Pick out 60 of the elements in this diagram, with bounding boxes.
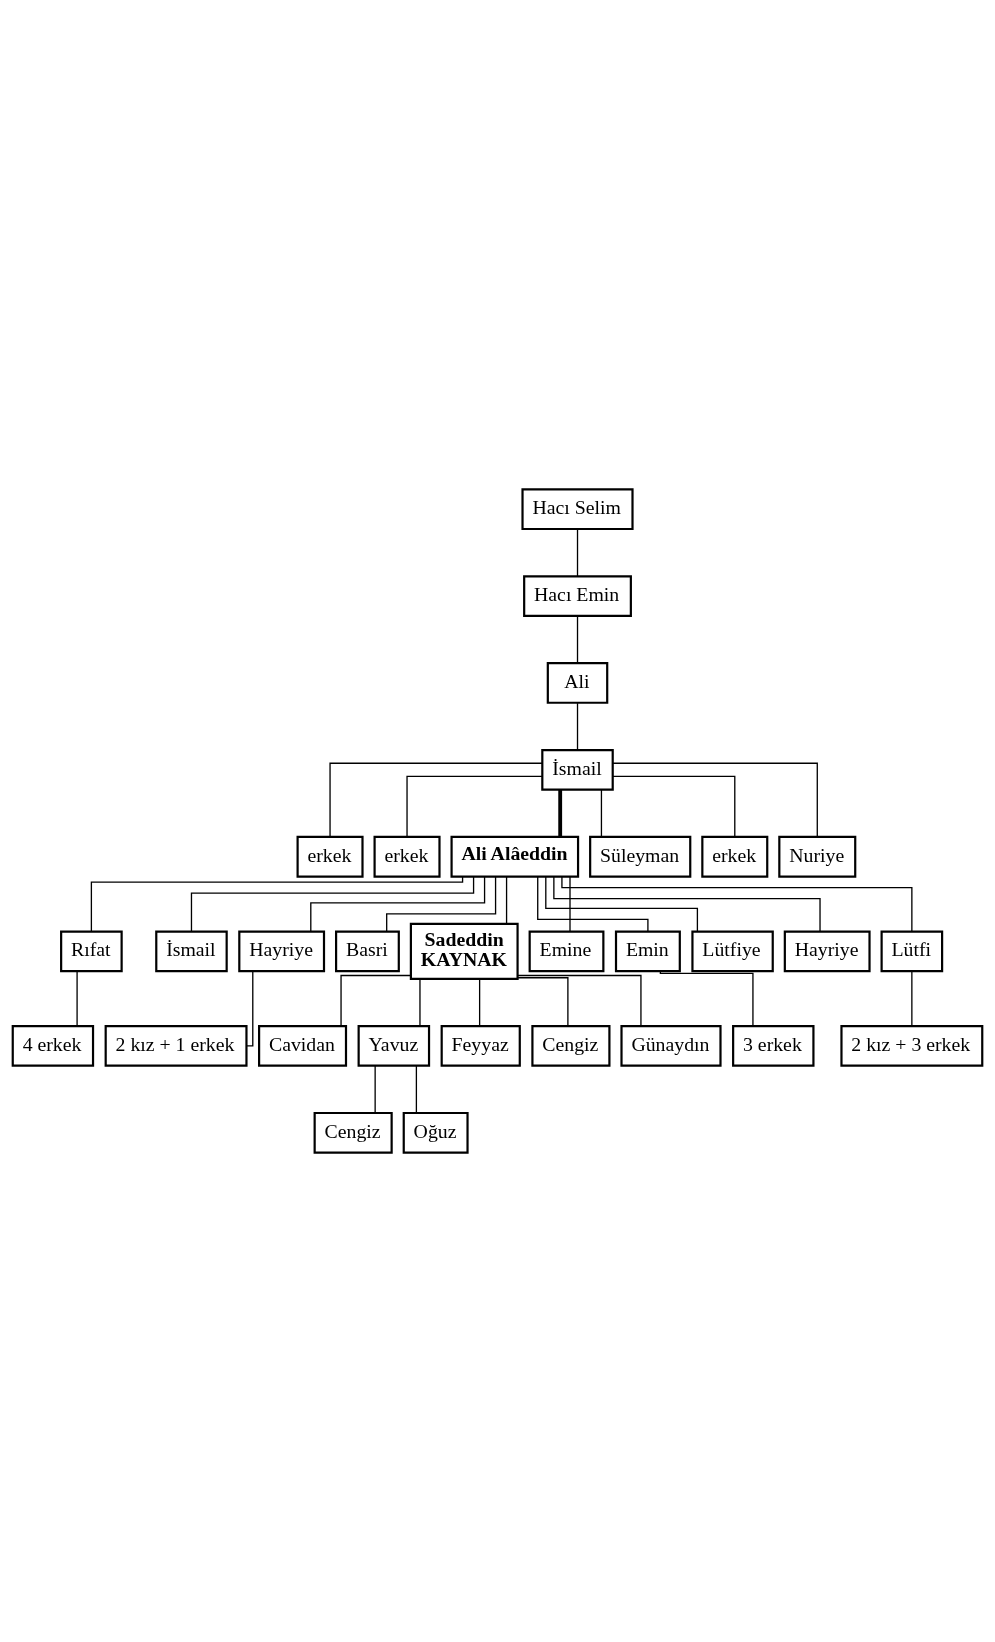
node-box: Lütfiye (691, 930, 774, 973)
node-box: İsmail (155, 930, 228, 973)
node-box: Ali Alâeddin (450, 835, 580, 878)
connector (561, 876, 913, 933)
connector (516, 977, 569, 1027)
connector (576, 615, 579, 664)
node-box: 3 erkek (732, 1025, 815, 1067)
node-box: Cengiz (313, 1111, 393, 1154)
connector (419, 978, 421, 1027)
node-box: Emine (528, 930, 605, 973)
connector (600, 789, 603, 838)
node-box: Oğuz (402, 1111, 469, 1154)
node-box: Yavuz (357, 1025, 431, 1067)
node-box: Hacı Selim (521, 488, 634, 531)
connector (90, 876, 464, 932)
node-box: Günaydın (620, 1025, 722, 1067)
node-box: 2 kız + 1 erkek (104, 1025, 248, 1067)
connector (310, 875, 486, 933)
node-box: Süleyman (589, 835, 692, 878)
connector (545, 875, 699, 933)
connector (576, 702, 579, 751)
node-box: Sadeddin KAYNAK (409, 922, 519, 980)
connector (659, 970, 754, 1027)
node-box: Hayriye (238, 930, 326, 973)
node-box: Feyyaz (440, 1025, 521, 1067)
connector (340, 974, 412, 1027)
connector (478, 978, 481, 1027)
connector (76, 970, 78, 1027)
connector (406, 775, 543, 838)
node-box: erkek (701, 835, 769, 878)
connector (612, 775, 736, 838)
connector (415, 1065, 418, 1114)
node-box: Hayriye (783, 930, 871, 973)
connector (329, 762, 543, 838)
node-box: Basri (335, 930, 400, 973)
node-box: Nuriye (778, 835, 857, 878)
connector (576, 528, 579, 577)
connector (569, 876, 571, 932)
connector (558, 790, 563, 837)
node-box: İsmail (541, 748, 614, 791)
connector (553, 876, 821, 933)
connector (374, 1065, 376, 1114)
connector (612, 762, 818, 838)
node-box: 4 erkek (11, 1025, 95, 1067)
node-box: Ali (546, 662, 609, 704)
connector (911, 970, 913, 1027)
connector (537, 875, 649, 932)
node-box: Cavidan (258, 1025, 348, 1067)
node-box: Emin (614, 930, 681, 973)
connector (190, 875, 475, 932)
node-box: Cengiz (531, 1025, 611, 1067)
connector (505, 876, 508, 925)
node-box: 2 kız + 3 erkek (840, 1025, 984, 1067)
connector (517, 974, 642, 1027)
node-box: erkek (373, 835, 441, 878)
connector (386, 876, 497, 932)
node-box: erkek (296, 835, 364, 878)
node-box: Hacı Emin (523, 575, 632, 617)
node-box: Rıfat (60, 930, 123, 973)
node-box: Lütfi (880, 930, 944, 973)
